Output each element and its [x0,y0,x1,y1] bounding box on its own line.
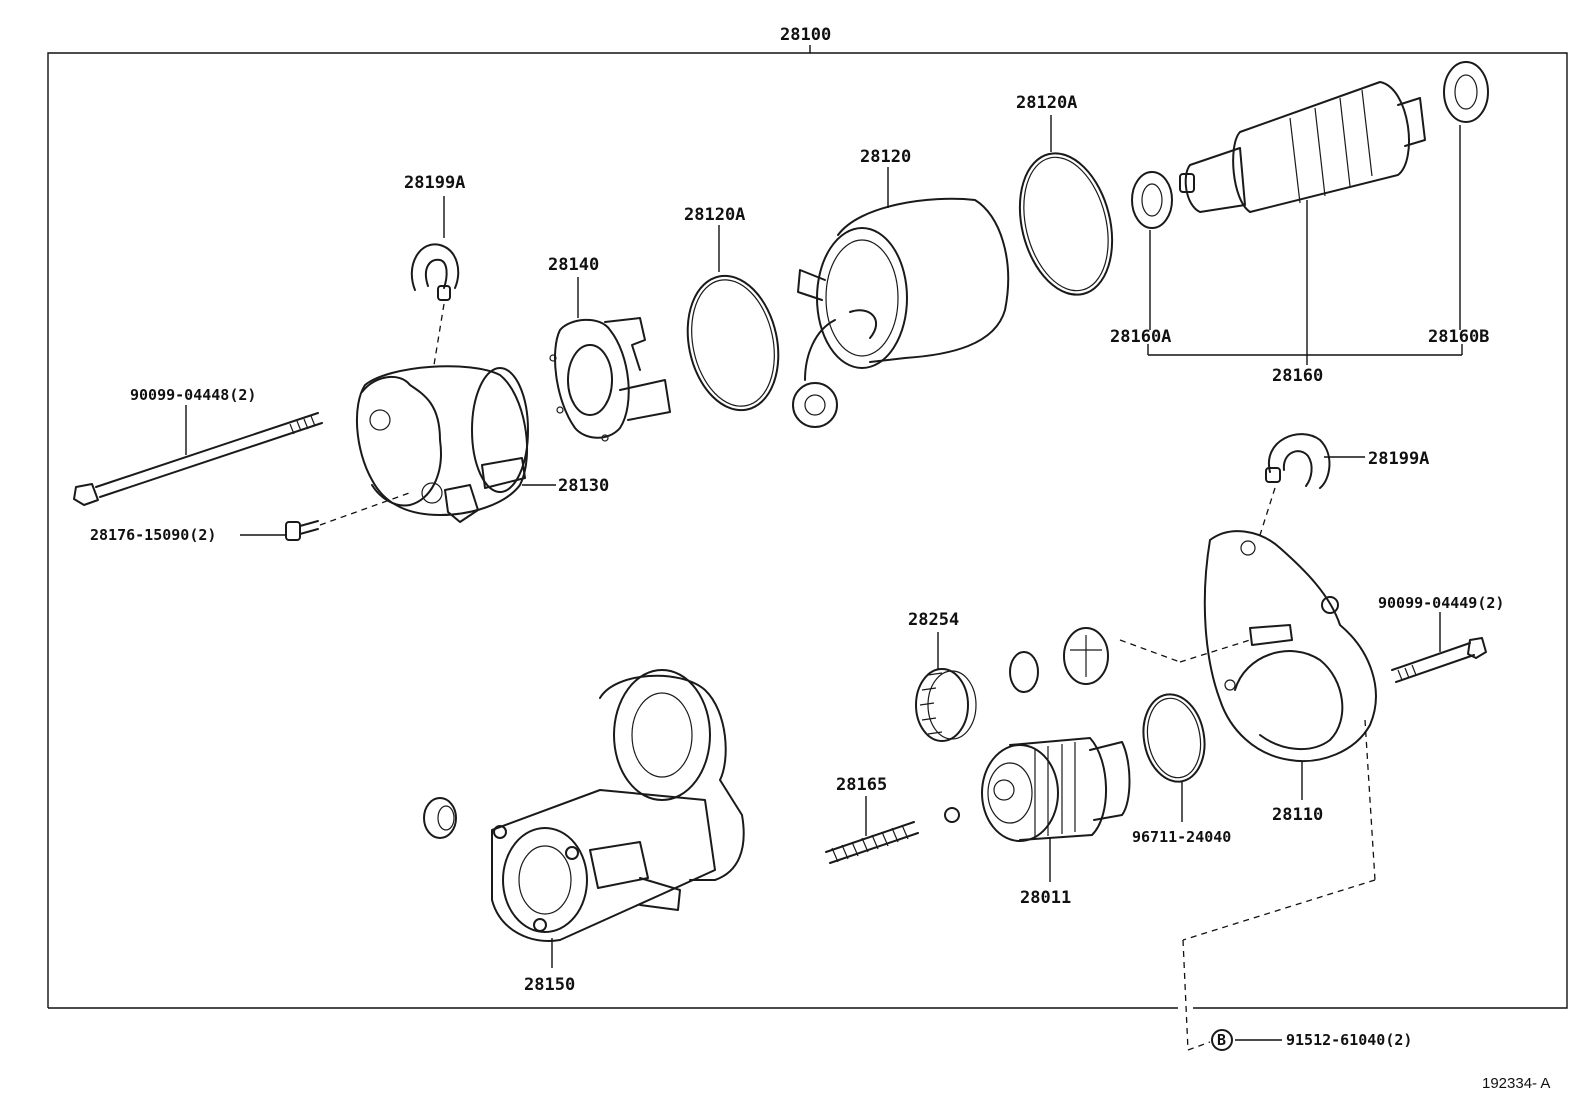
label-28165: 28165 [836,775,887,795]
part-28011-pinion-clutch [981,737,1131,842]
part-28150-magnetic-switch [423,669,745,942]
part-28120A-right-ring [1018,152,1114,296]
part-28130-end-frame [356,365,529,523]
marker-b-label: B [1217,1031,1226,1049]
part-28120A-left-ring [686,274,780,412]
part-96711-24040-oring [1142,693,1206,783]
part-28110-housing [1119,530,1377,762]
label-90099-04448: 90099-04448(2) [130,386,256,404]
label-28120: 28120 [860,147,911,167]
part-28160A-bearing [1131,171,1173,229]
label-28100: 28100 [780,25,831,45]
part-90099-04449-bolt [1391,637,1487,683]
leader-91512-61040 [1182,719,1376,1051]
part-90099-04448-bolt [73,412,323,506]
label-28160B: 28160B [1428,327,1489,347]
label-28120A-right: 28120A [1016,93,1077,113]
part-28120-yoke [792,197,1010,428]
label-28011: 28011 [1020,888,1071,908]
label-96711-24040: 96711-24040 [1132,828,1231,846]
label-28120A-left: 28120A [684,205,745,225]
label-28130: 28130 [558,476,609,496]
part-28140-brush-holder [549,317,671,442]
part-28199A-top [410,243,460,366]
part-28165-spring [825,821,919,864]
label-91512-61040: 91512-61040(2) [1286,1031,1412,1049]
label-28176-15090: 28176-15090(2) [90,526,216,544]
label-90099-04449: 90099-04449(2) [1378,594,1504,612]
label-28140: 28140 [548,255,599,275]
label-28160: 28160 [1272,366,1323,386]
part-28176-15090-screw [285,491,413,541]
label-28110: 28110 [1272,805,1323,825]
label-28150: 28150 [524,975,575,995]
figure-code: 192334- A [1482,1075,1550,1092]
part-28160-armature [1179,81,1426,213]
part-28254-idler-gear [915,668,977,742]
label-28160A: 28160A [1110,327,1171,347]
part-retainer-small [944,627,1109,823]
label-28254: 28254 [908,610,959,630]
assembly-frame [47,45,1568,1009]
label-28199A-right: 28199A [1368,449,1429,469]
part-28160B-bearing [1443,61,1489,123]
part-28199A-right [1259,433,1331,536]
marker-b-circle: B [1211,1029,1233,1051]
label-28199A-top: 28199A [404,173,465,193]
bracket-28160 [1147,125,1463,365]
